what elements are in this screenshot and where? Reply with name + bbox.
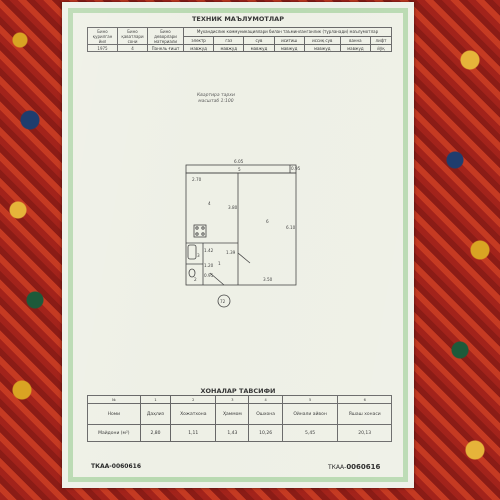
serial-code-right: ТКАА-0060616	[328, 463, 380, 471]
sub-header-cell: лифт	[369, 35, 393, 45]
serial-prefix: ТКАА-	[328, 464, 347, 471]
technical-data-table: Бино қурилган йил Бино қаватлари сони Би…	[87, 27, 393, 52]
num-cell: 3	[215, 395, 250, 404]
plan-caption: Квартира тархи масштаб 1:100	[197, 93, 235, 105]
sub-header-cell: газ	[213, 35, 245, 45]
stove-burner-icon	[201, 232, 205, 236]
dim-kitchen-h: 3.80	[228, 205, 238, 210]
plan-caption-scale: масштаб 1:100	[198, 99, 234, 104]
area-cell: 5,45	[281, 424, 339, 442]
entry-door	[209, 272, 225, 286]
dim-small-a: 1.20	[204, 263, 214, 268]
rooms-table-title: ХОНАЛАР ТАВСИФИ	[200, 387, 276, 395]
dim-hall-b: 1.39	[226, 250, 236, 255]
num-cell: 5	[281, 395, 339, 404]
value-cell: мавжуд	[182, 44, 215, 52]
unit-number: 72	[220, 299, 226, 304]
stove-burner-icon	[195, 226, 199, 230]
area-cell: 10,26	[248, 424, 283, 442]
value-cell: мавжуд	[303, 44, 341, 52]
sub-header-cell: иссиқ сув	[303, 35, 341, 45]
sub-header-cell: иситиш	[273, 35, 305, 45]
apartment-outline	[185, 172, 297, 286]
label-hall: 1	[218, 261, 221, 266]
name-cell: Хожатхона	[170, 403, 217, 425]
sub-header-cell: сув	[243, 35, 275, 45]
label-balcony: 5	[238, 167, 241, 172]
serial-code-left: ТКАА-0060616	[91, 463, 141, 470]
dim-room-h: 6.10	[286, 225, 296, 230]
value-cell: йўқ	[369, 44, 393, 52]
label-wc: 2	[194, 277, 197, 282]
col-built-year: Бино қурилган йил	[87, 27, 118, 45]
name-cell: Ойнали айвон	[281, 403, 339, 425]
name-cell: Номи	[87, 403, 141, 425]
col-floors: Бино қаватлари сони	[117, 27, 148, 45]
door-swing	[237, 252, 251, 264]
serial-number: 0060616	[346, 463, 381, 471]
col-utilities: Мұхандислик коммуникациялари билан таъми…	[183, 27, 392, 37]
value-cell: мавжуд	[339, 44, 371, 52]
bathtub-icon	[187, 244, 197, 260]
value-cell: 1975	[87, 44, 118, 52]
num-cell: 4	[248, 395, 283, 404]
balcony-outline	[185, 164, 297, 174]
name-cell: Яшаш хонаси	[337, 403, 392, 425]
label-bath: 3	[197, 253, 200, 258]
rooms-table: № 1 2 3 4 5 6 Номи Даҳлиз Хожатхона Ҳамм…	[87, 395, 392, 442]
col-wall-material: Бино деворлари материали	[147, 27, 184, 45]
sheet-content: ТЕХНИК МАЪЛУМОТЛАР Бино қурилган йил Бин…	[73, 13, 403, 477]
area-cell: 1,43	[215, 424, 250, 442]
area-cell: Майдони (м²)	[87, 424, 141, 442]
name-cell: Ошхона	[248, 403, 283, 425]
stove-burner-icon	[201, 226, 205, 230]
value-cell: мавжуд	[243, 44, 275, 52]
unit-number-circle	[217, 294, 231, 308]
num-cell: 2	[170, 395, 217, 404]
value-cell: Панель ғишт	[147, 44, 184, 52]
stove-burner-icon	[195, 232, 199, 236]
dim-kitchen-w: 2.70	[192, 177, 202, 182]
label-kitchen: 4	[208, 201, 211, 206]
toilet-icon	[188, 268, 196, 278]
dim-hall-a: 1.42	[204, 248, 214, 253]
header-title: ТЕХНИК МАЪЛУМОТЛАР	[192, 15, 284, 23]
area-cell: 1,11	[170, 424, 217, 442]
plan-caption-title: Квартира тархи	[197, 93, 235, 98]
value-cell: мавжуд	[273, 44, 305, 52]
num-cell: №	[87, 395, 141, 404]
dim-room-w: 3.50	[263, 277, 273, 282]
dim-balcony-side: 0.95	[291, 166, 301, 171]
sub-header-cell: ванна	[339, 35, 371, 45]
num-cell: 1	[139, 395, 172, 404]
area-cell: 2,80	[139, 424, 172, 442]
value-cell: мавжуд	[213, 44, 245, 52]
label-room: 6	[266, 219, 269, 224]
value-cell: 4	[117, 44, 148, 52]
dim-top: 6.05	[234, 159, 244, 164]
area-cell: 20,13	[337, 424, 392, 442]
stove-icon	[193, 224, 207, 238]
num-cell: 6	[337, 395, 392, 404]
name-cell: Даҳлиз	[139, 403, 172, 425]
dim-small-b: 0.95	[204, 273, 214, 278]
name-cell: Ҳаммом	[215, 403, 250, 425]
technical-passport-sheet: ТЕХНИК МАЪЛУМОТЛАР Бино қурилган йил Бин…	[62, 2, 414, 488]
floor-plan: 6.05 5 2.70 4 3.80 6 6.10 3.50 1 2 3 1.4…	[185, 159, 301, 308]
sub-header-cell: электр	[182, 35, 215, 45]
